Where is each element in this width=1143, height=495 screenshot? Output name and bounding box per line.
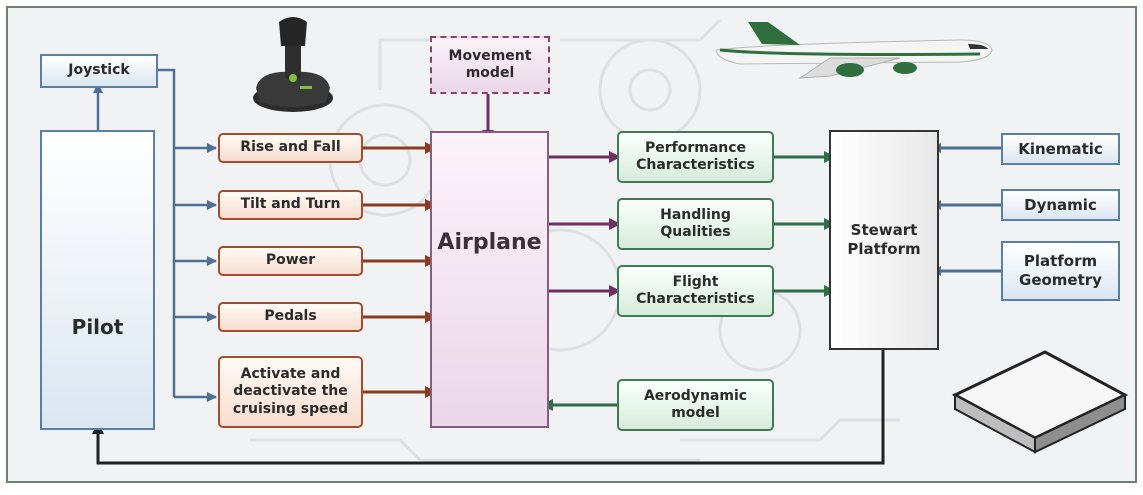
platform-icon xyxy=(951,350,1129,454)
aerodynamic-label: Aerodynamic model xyxy=(643,387,748,422)
dynamic-label: Dynamic xyxy=(1024,195,1097,214)
power-label: Power xyxy=(265,252,316,269)
power-node: Power xyxy=(218,246,363,276)
platform-geometry-label: Platform Geometry xyxy=(1019,252,1102,289)
airplane-node: Airplane xyxy=(430,131,549,428)
airplane-icon xyxy=(715,22,993,79)
rise-fall-node: Rise and Fall xyxy=(218,133,363,163)
pilot-node: Pilot xyxy=(40,130,155,430)
tilt-turn-node: Tilt and Turn xyxy=(218,190,363,220)
pedals-node: Pedals xyxy=(218,302,363,332)
movement-model-node: Movement model xyxy=(430,36,550,94)
joystick-bus-line xyxy=(158,68,176,397)
performance-label: Performance Characteristics xyxy=(636,139,755,174)
flight-node: Flight Characteristics xyxy=(617,265,774,317)
dynamic-node: Dynamic xyxy=(1001,189,1120,221)
kinematic-label: Kinematic xyxy=(1018,139,1103,158)
movement-model-label: Movement model xyxy=(448,47,532,82)
cruise-label: Activate and deactivate the cruising spe… xyxy=(232,365,349,417)
pedals-label: Pedals xyxy=(264,308,317,325)
performance-node: Performance Characteristics xyxy=(617,131,774,183)
kinematic-node: Kinematic xyxy=(1001,133,1120,165)
feedback-loop-stewart-to-pilot xyxy=(92,350,885,465)
handling-node: Handling Qualities xyxy=(617,198,774,250)
tilt-turn-label: Tilt and Turn xyxy=(240,196,341,213)
joystick-node: Joystick xyxy=(40,54,158,88)
joystick-icon xyxy=(253,17,333,112)
aerodynamic-node: Aerodynamic model xyxy=(617,379,774,431)
platform-geometry-node: Platform Geometry xyxy=(1001,241,1120,301)
rise-fall-label: Rise and Fall xyxy=(240,139,341,156)
stewart-label: Stewart Platform xyxy=(847,221,921,258)
pilot-label: Pilot xyxy=(71,315,124,339)
handling-label: Handling Qualities xyxy=(660,206,731,241)
stewart-platform-node: Stewart Platform xyxy=(829,130,939,350)
cruise-node: Activate and deactivate the cruising spe… xyxy=(218,356,363,428)
joystick-label: Joystick xyxy=(68,62,130,79)
flight-label: Flight Characteristics xyxy=(636,273,755,308)
airplane-label: Airplane xyxy=(437,230,542,255)
